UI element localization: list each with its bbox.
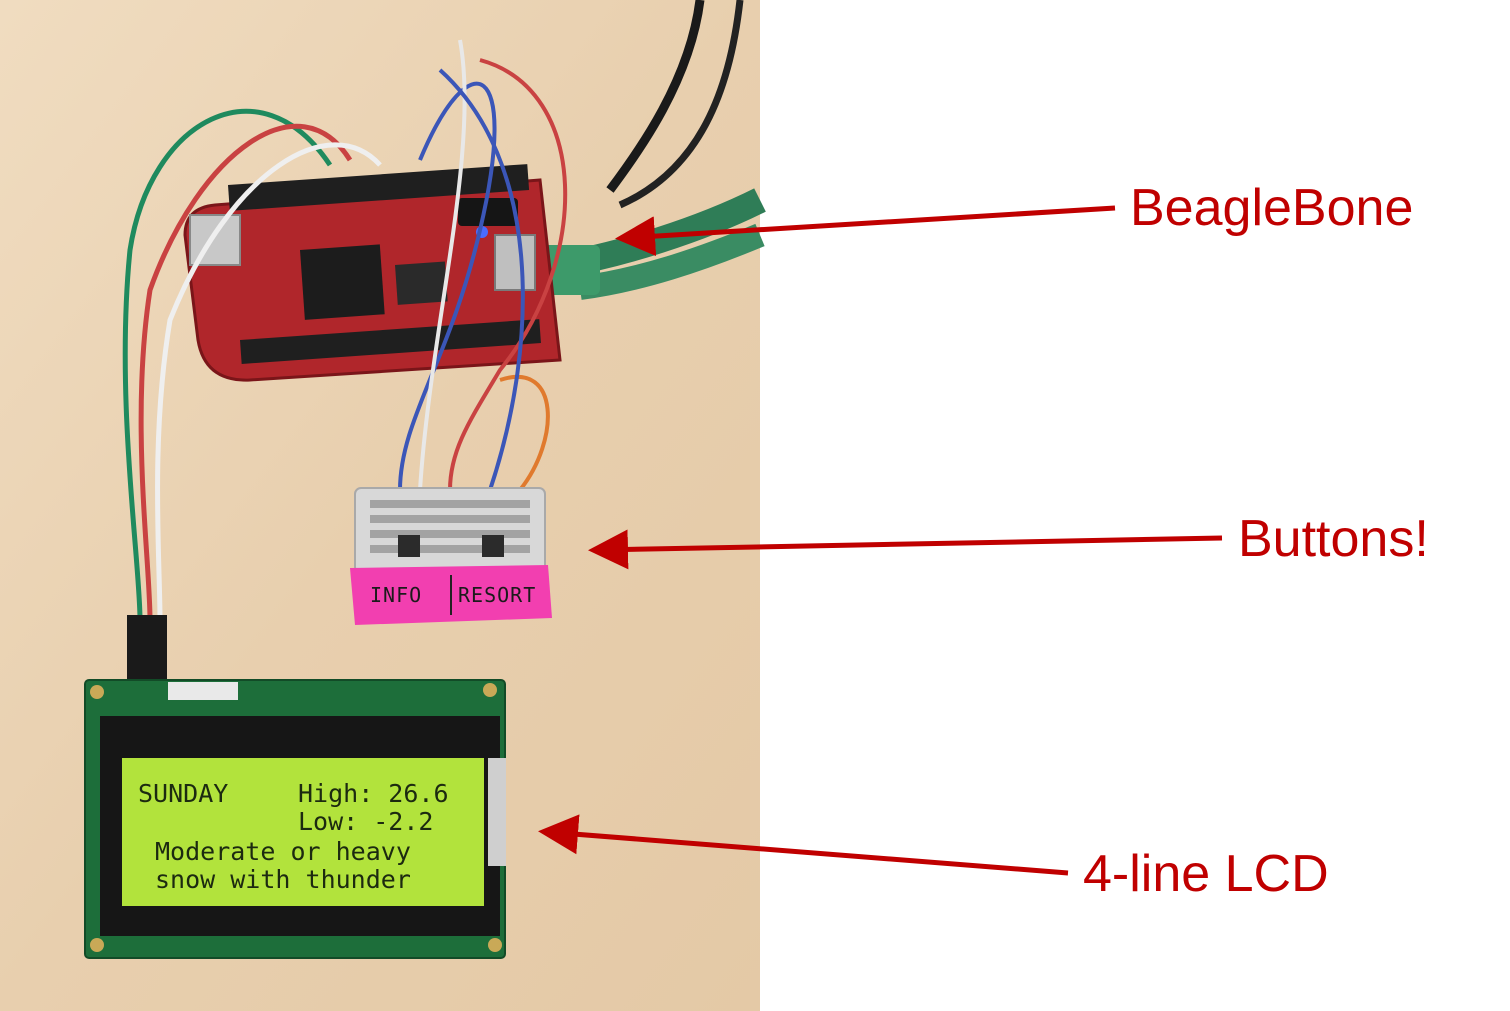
arrow-beaglebone — [615, 205, 1116, 257]
tag-resort-text: RESORT — [458, 583, 536, 607]
buttons-label: Buttons! — [1238, 510, 1429, 568]
resort-button — [482, 535, 504, 557]
arrow-lcd — [538, 814, 1069, 876]
lcd-line-1-right: High: 26.6 — [298, 779, 449, 808]
lcd-label: 4-line LCD — [1083, 845, 1329, 903]
button-wires — [398, 39, 568, 492]
breadboard — [354, 487, 546, 574]
ethernet-cable — [540, 188, 766, 300]
beaglebone-board — [183, 164, 562, 382]
lcd-line-4: snow with thunder — [155, 865, 411, 894]
beaglebone-label: BeagleBone — [1130, 179, 1414, 237]
lcd-screen — [122, 758, 484, 906]
lcd-line-1-left: SUNDAY — [138, 779, 228, 808]
lcd-line-2-right: Low: -2.2 — [298, 807, 433, 836]
tag-info-text: INFO — [370, 583, 422, 607]
power-cable — [606, 0, 744, 209]
arrow-buttons — [588, 529, 1223, 570]
info-button — [398, 535, 420, 557]
lcd-module: SUNDAY High: 26.6 Low: -2.2 Moderate or … — [84, 679, 506, 959]
button-tag: INFO RESORT — [350, 565, 552, 625]
lcd-line-3: Moderate or heavy — [155, 837, 411, 866]
